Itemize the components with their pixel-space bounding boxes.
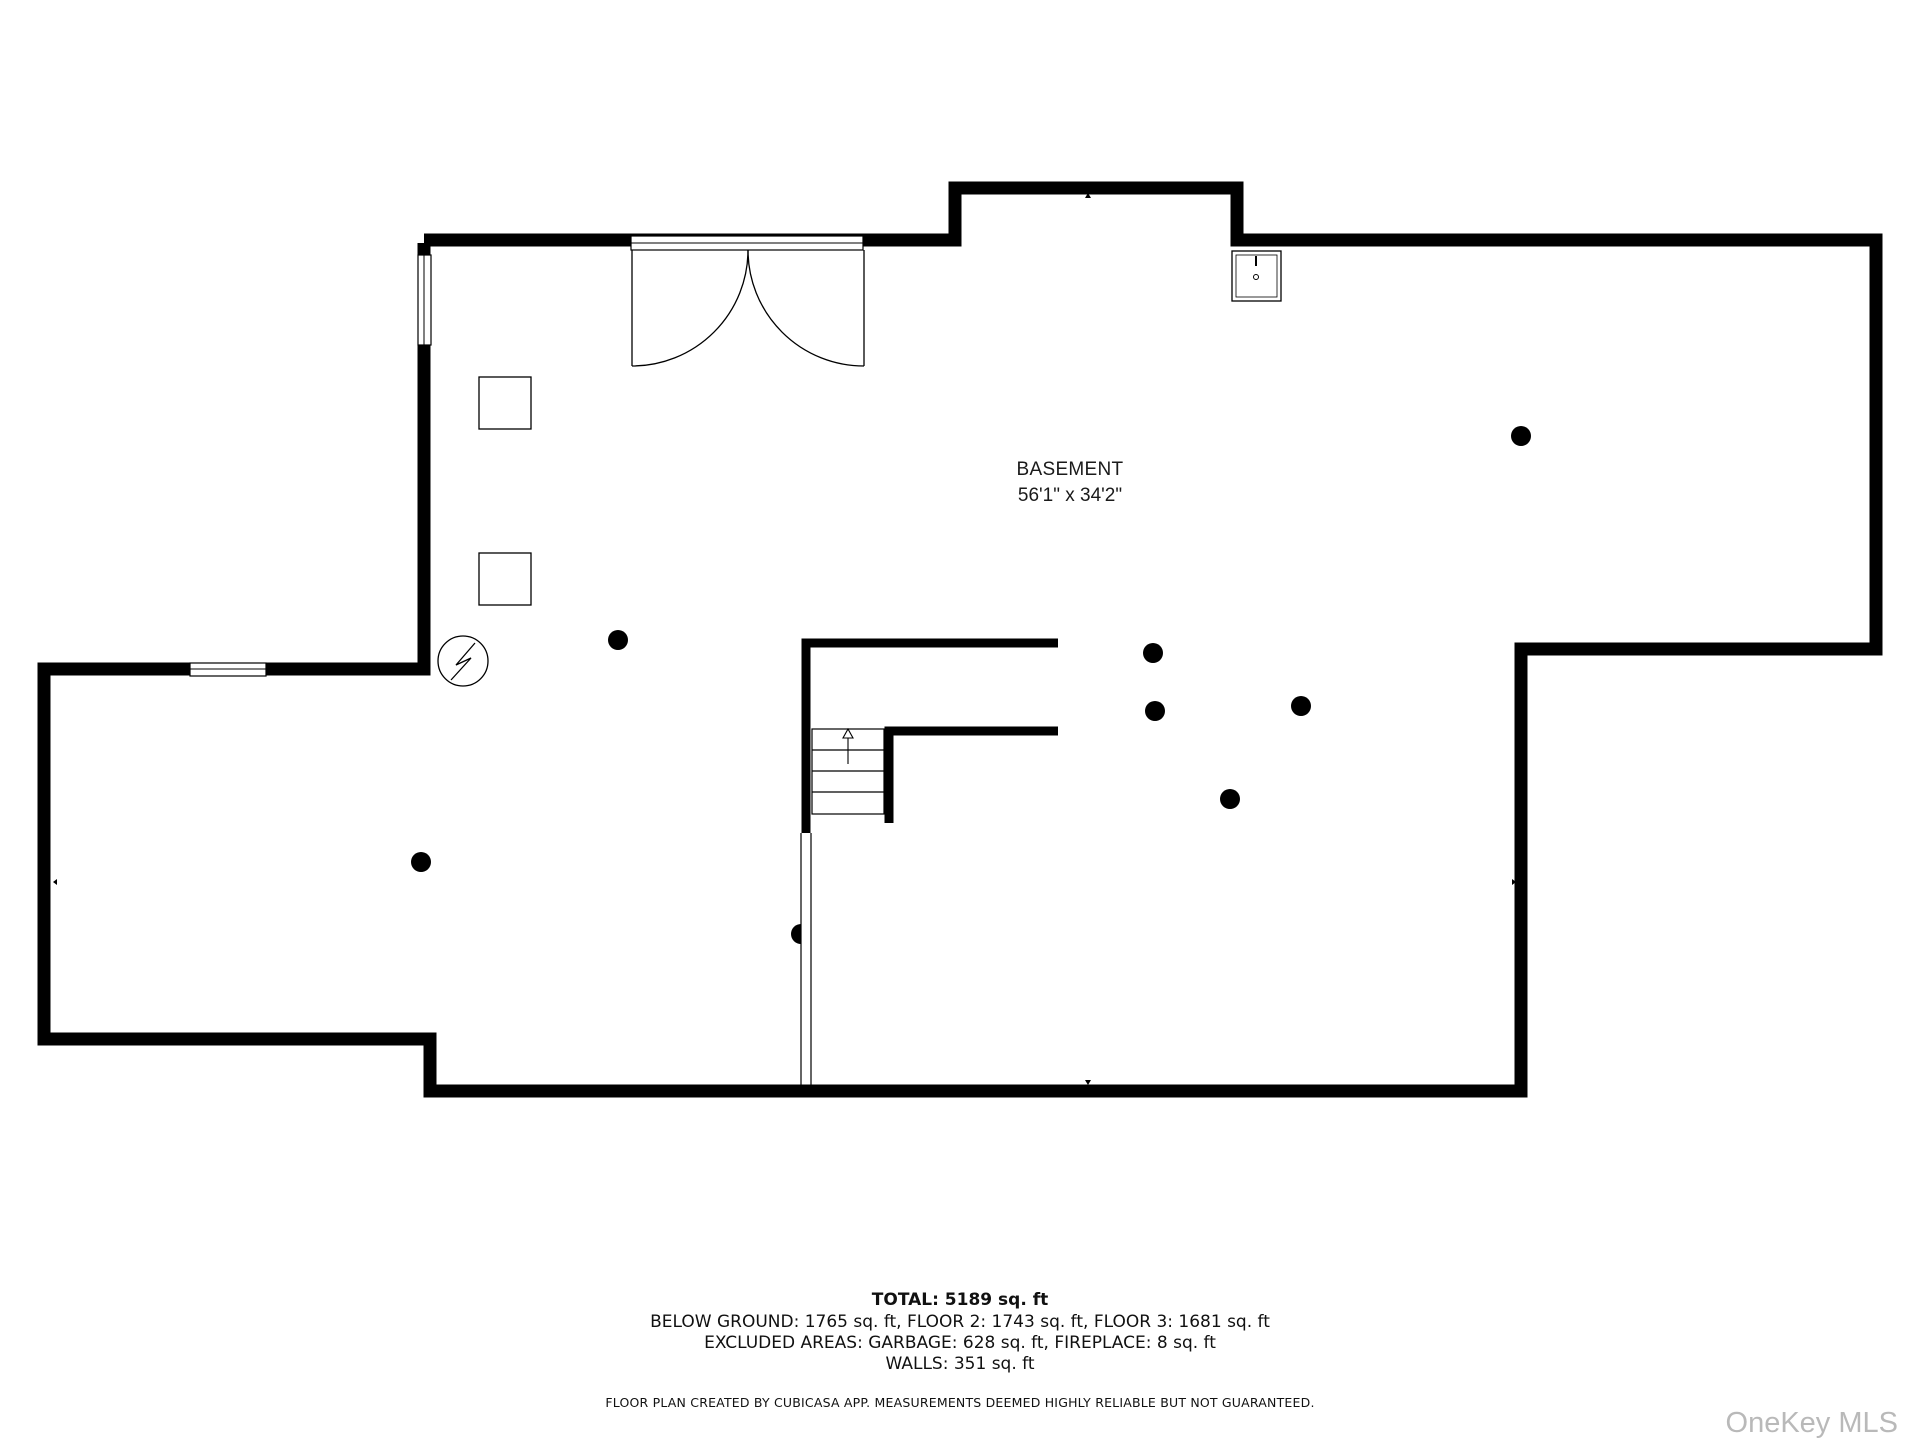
window-top-left bbox=[630, 235, 864, 251]
column-dot bbox=[1511, 426, 1531, 446]
support-columns bbox=[411, 426, 1531, 944]
column-dot bbox=[1143, 643, 1163, 663]
floor-areas: BELOW GROUND: 1765 sq. ft, FLOOR 2: 1743… bbox=[650, 1312, 1270, 1332]
window-left-upper bbox=[417, 254, 432, 346]
column-dot-half bbox=[791, 924, 801, 944]
column-dot bbox=[411, 852, 431, 872]
column-dot bbox=[1220, 789, 1240, 809]
sink-icon bbox=[1231, 250, 1282, 302]
column-dot bbox=[608, 630, 628, 650]
wall-markers bbox=[53, 193, 1516, 1085]
column-dot bbox=[1145, 701, 1165, 721]
watermark: OneKey MLS bbox=[1725, 1407, 1898, 1439]
walls-area: WALLS: 351 sq. ft bbox=[885, 1354, 1035, 1374]
excluded-areas: EXCLUDED AREAS: GARBAGE: 628 sq. ft, FIR… bbox=[704, 1333, 1216, 1353]
column-dot bbox=[1291, 696, 1311, 716]
room-dimensions: 56'1" x 34'2" bbox=[1017, 485, 1123, 506]
window-left-lower bbox=[189, 662, 267, 677]
utility-box bbox=[478, 552, 532, 606]
up-arrow-icon bbox=[842, 727, 854, 764]
stair-wall-inner bbox=[884, 726, 1058, 823]
electrical-panel-icon bbox=[437, 635, 489, 687]
total-area: TOTAL: 5189 sq. ft bbox=[871, 1290, 1049, 1310]
exterior-wall bbox=[37, 181, 1883, 1098]
stair-wall-outer bbox=[801, 638, 1058, 833]
room-name: BASEMENT bbox=[1016, 459, 1124, 480]
disclaimer: FLOOR PLAN CREATED BY CUBICASA APP. MEAS… bbox=[605, 1395, 1315, 1410]
utility-box bbox=[478, 376, 532, 430]
double-door bbox=[631, 249, 865, 367]
